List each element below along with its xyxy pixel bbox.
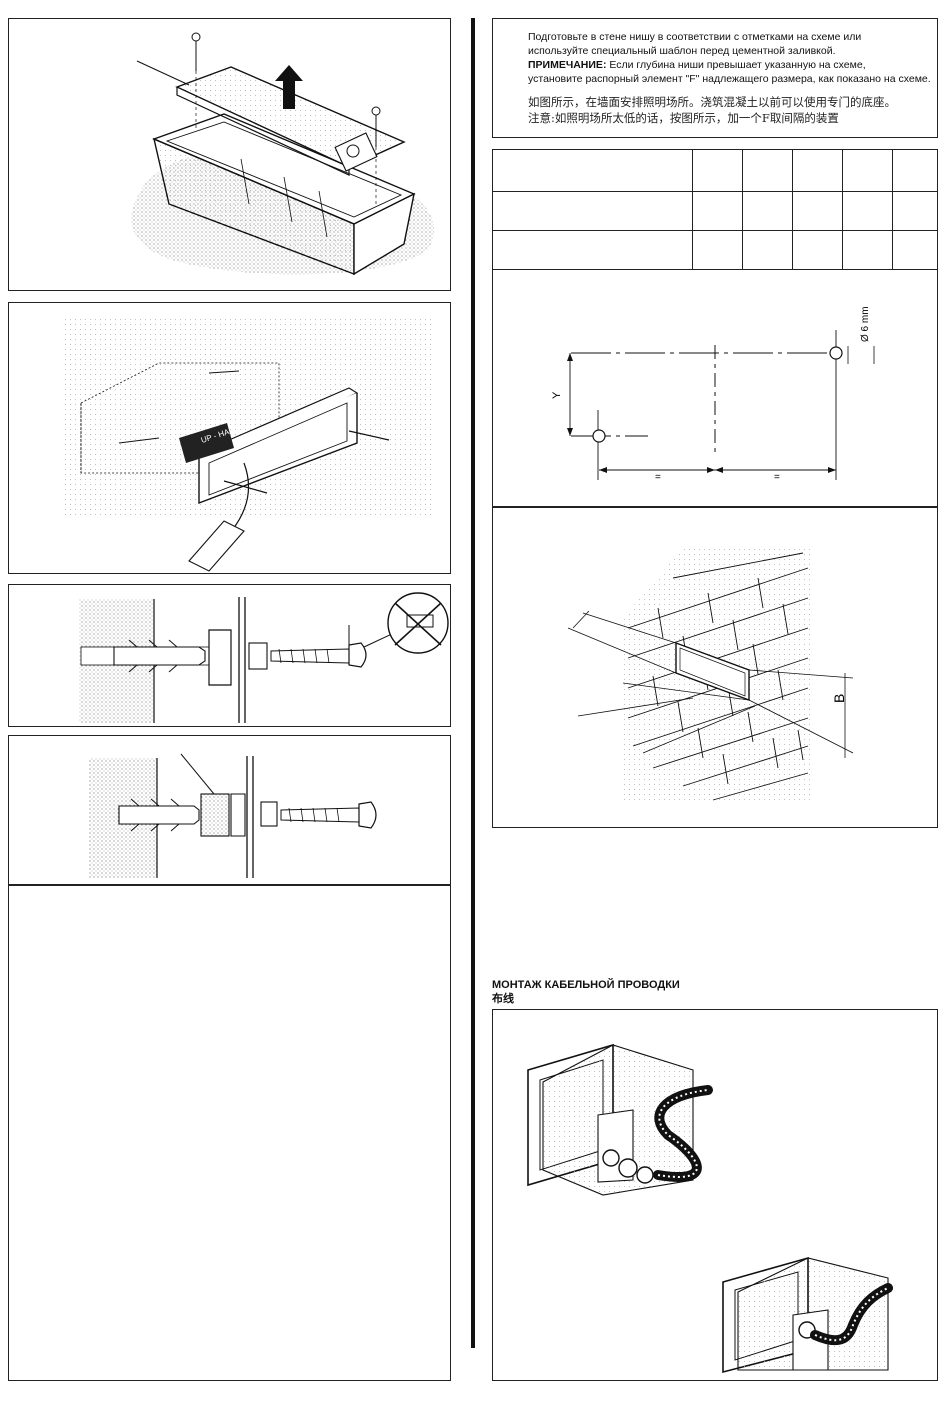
table-cell (792, 230, 843, 270)
note-text-line2: установите распорный элемент "F" надлежа… (528, 73, 931, 85)
dowel-without-spacer-illustration (79, 592, 449, 723)
empty-panel (8, 885, 451, 1381)
instruction-text: Подготовьте в стене нишу в соответствии … (528, 30, 938, 126)
dowel-with-spacer-illustration (89, 753, 377, 878)
table-cell (792, 149, 843, 192)
table-cell (842, 191, 893, 231)
column-divider (471, 18, 475, 1348)
instruction-ru-line1: Подготовьте в стене нишу в соответствии … (528, 31, 862, 43)
table-cell (492, 230, 693, 270)
table-cell (842, 149, 893, 192)
table-cell (892, 149, 938, 192)
table-cell (742, 230, 793, 270)
figure-template-panel: UP - HAUT (8, 302, 451, 574)
table-cell (742, 149, 793, 192)
wiring-title-ru: МОНТАЖ КАБЕЛЬНОЙ ПРОВОДКИ (492, 979, 680, 991)
table-cell (892, 230, 938, 270)
note-text-line1: Если глубина ниши превышает указанную на… (609, 59, 866, 71)
wiring-illustration (527, 1043, 893, 1374)
note-label: ПРИМЕЧАНИЕ: (528, 59, 607, 71)
table-cell (892, 191, 938, 231)
template-install-illustration: UP - HAUT (64, 315, 434, 572)
b-dimension-label: B (831, 694, 847, 703)
diameter-label: Ø 6 mm (860, 306, 871, 342)
box-lid-illustration (131, 32, 435, 276)
drilling-diagram-panel: Y = = Ø 6 mm (492, 269, 938, 507)
equal-left-label: = (655, 472, 661, 483)
table-cell (492, 149, 693, 192)
table-cell (842, 230, 893, 270)
brick-wall-panel: B (492, 507, 938, 828)
table-cell (692, 149, 743, 192)
instruction-zh-line1: 如图所示，在墙面安排照明场所。浇筑混凝土以前可以使用专门的底座。 (528, 95, 896, 109)
table-cell (692, 230, 743, 270)
brick-wall-niche-diagram: B (567, 548, 854, 803)
wiring-heading: МОНТАЖ КАБЕЛЬНОЙ ПРОВОДКИ 布线 (492, 978, 680, 1006)
table-cell (692, 191, 743, 231)
instruction-zh-line2: 注意:如照明场所太低的话，按图所示，加一个F取间隔的装置 (528, 111, 839, 125)
table-cell (492, 191, 693, 231)
figure-box-lid-panel (8, 18, 451, 291)
instruction-ru-line2: используйте специальный шаблон перед цем… (528, 45, 836, 57)
equal-right-label: = (774, 472, 780, 483)
instruction-box (492, 18, 938, 138)
wiring-panel (492, 1009, 938, 1381)
table-cell (792, 191, 843, 231)
wiring-title-zh: 布线 (492, 993, 514, 1005)
drilling-diagram: Y = = Ø 6 mm (551, 306, 875, 483)
dimension-table (492, 149, 938, 270)
y-dimension-label: Y (551, 391, 563, 399)
figure-dowel-spacer-panel (8, 735, 451, 885)
figure-dowel-crossed-panel (8, 584, 451, 727)
table-cell (742, 191, 793, 231)
